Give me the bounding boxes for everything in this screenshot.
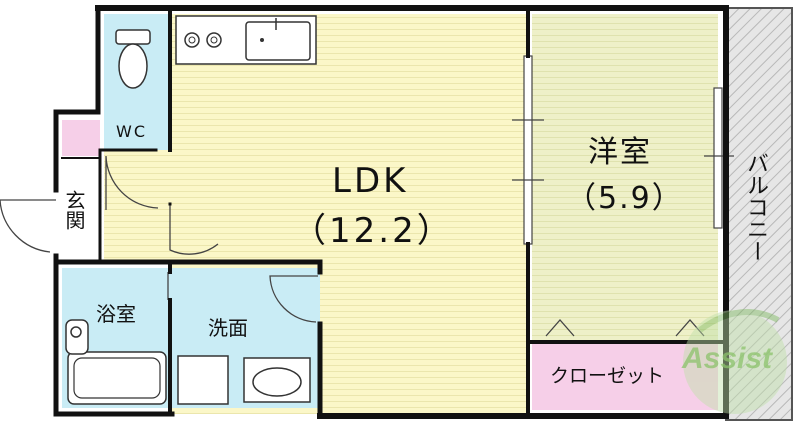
toilet-tank <box>115 29 151 45</box>
washroom-label: 洗面 <box>208 316 248 340</box>
closet-label: クローゼット <box>550 365 665 387</box>
western-floor <box>532 14 718 344</box>
balcony-area <box>725 7 793 421</box>
western-area: （5.9） <box>566 181 684 216</box>
wc-label: WC <box>116 122 147 141</box>
entrance-label: 玄関 <box>62 190 86 230</box>
balcony-label: バルコニー <box>743 152 768 262</box>
closet-floor <box>532 344 718 410</box>
watermark-logo <box>683 309 787 414</box>
washer-pan <box>177 355 229 405</box>
bath-label: 浴室 <box>96 302 136 326</box>
wash-basin <box>243 357 311 403</box>
toilet-bowl <box>118 43 148 89</box>
hall-floor <box>104 150 172 260</box>
ldk-label: LDK <box>332 161 409 201</box>
ldk-area: （12.2） <box>292 211 454 251</box>
shoebox <box>62 120 100 156</box>
watermark-text: Assist <box>682 342 773 375</box>
western-label: 洋室 <box>588 135 652 170</box>
bathtub <box>67 351 167 405</box>
